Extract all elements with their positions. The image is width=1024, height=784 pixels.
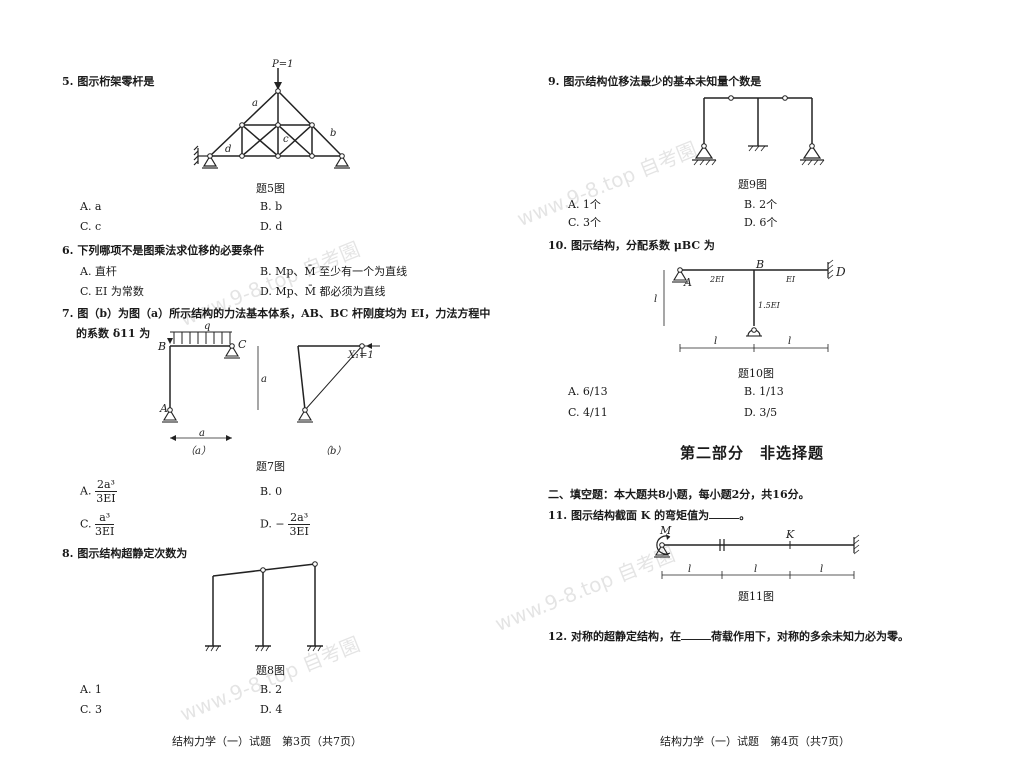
node-d-label: D [835,265,846,279]
question-5-text: 5. 图示桁架零杆是 [62,75,155,88]
page-footer: 结构力学（一）试题 第3页（共7页） [172,735,362,748]
question-11-text: 11. 图示结构截面 K 的弯矩值为。 [548,509,751,522]
page-footer: 结构力学（一）试题 第4页（共7页） [660,735,850,748]
figure-caption: 题8图 [256,664,285,677]
section-2-heading: 二、填空题：本大题共8小题，每小题2分，共16分。 [548,488,810,501]
option-b: B. Mp、M̄ 至少有一个为直线 [260,265,408,278]
answer-blank[interactable] [709,518,740,519]
section-k-label: K [785,528,795,541]
dim-l-2: l [754,564,757,575]
subfigure-a-label: （a） [185,445,211,457]
option-b: B. 2 [260,683,283,696]
part-2-heading: 第二部分 非选择题 [680,444,825,462]
option-a: A. 直杆 [80,265,117,278]
question-8-text: 8. 图示结构超静定次数为 [62,547,188,560]
subfigure-b-label: （b） [320,445,346,457]
option-b: B. 0 [260,485,283,498]
option-c: C. 3 [80,703,103,716]
option-b: B. 1/13 [744,385,784,398]
option-b: B. b [260,200,283,213]
member-b-label: b [330,128,336,139]
option-a: A. 1 [80,683,102,696]
option-c: C. 4/11 [568,406,608,419]
node-b-label: B [755,258,764,271]
option-d: D. Mp、M̄ 都必须为直线 [260,285,386,298]
load-q-label: q [204,321,210,332]
stiffness-bd-label: EI [785,275,796,284]
option-c: C. EI 为常数 [80,285,144,298]
moment-m-label: M [659,524,672,537]
option-d: D. 6个 [744,216,778,229]
option-c: C. c [80,220,102,233]
figure-caption: 题7图 [256,460,285,473]
option-a: A. a [80,200,102,213]
dim-l-vertical: l [654,294,657,305]
frame-figure-7: q B C A a a X₁=1 （a） （b） [157,321,380,457]
option-d: D. 3/5 [744,406,778,419]
node-a-label: A [683,276,692,289]
option-a: A. 1个 [568,198,601,211]
figure-caption: 题11图 [738,590,774,603]
option-d: D. 4 [260,703,283,716]
question-10-text: 10. 图示结构，分配系数 μBC 为 [548,239,715,252]
node-a-label: A [159,402,168,415]
frame-figure-8 [205,561,323,652]
beam-figure-11: M K l l l [654,524,860,579]
stiffness-bc-label: 1.5EI [758,301,781,310]
question-6-text: 6. 下列哪项不是图乘法求位移的必要条件 [62,244,265,257]
answer-blank[interactable] [680,639,711,640]
member-a-label: a [252,98,258,109]
figure-caption: 题9图 [738,178,767,191]
option-c: C. 3个 [568,216,602,229]
dim-l-1: l [714,336,717,347]
option-b: B. 2个 [744,198,778,211]
node-b-label: B [157,340,166,353]
dim-l-2: l [788,336,791,347]
dim-l-3: l [820,564,823,575]
stiffness-ab-label: 2EI [709,275,725,284]
member-d-label: d [225,144,231,155]
frame-figure-10: A B D 2EI EI 1.5EI l l l [654,258,846,352]
option-a: A. 6/13 [568,385,608,398]
option-d: D. d [260,220,283,233]
frame-figure-9 [692,95,825,166]
member-c-label: c [283,134,289,145]
question-12-text: 12. 对称的超静定结构，在荷载作用下，对称的多余未知力必为零。 [548,630,909,643]
dim-a-vertical-label: a [261,374,267,385]
dim-l-1: l [688,564,691,575]
dim-a-label: a [199,428,205,439]
watermark: www.9-8.top 自考園 [513,136,701,231]
truss-figure-5: P=1 a b c d [193,59,350,169]
figure-caption: 题10图 [738,367,774,380]
load-label: P=1 [271,59,293,70]
node-c-label: C [238,338,247,351]
figure-caption: 题5图 [256,182,285,195]
x1-label: X₁=1 [347,350,374,361]
question-7-text: 7. 图（b）为图（a）所示结构的力法基本体系，AB、BC 杆刚度均为 EI，力… [62,307,491,320]
question-9-text: 9. 图示结构位移法最少的基本未知量个数是 [548,75,762,88]
question-7-text-cont: 的系数 δ11 为 [76,327,151,340]
